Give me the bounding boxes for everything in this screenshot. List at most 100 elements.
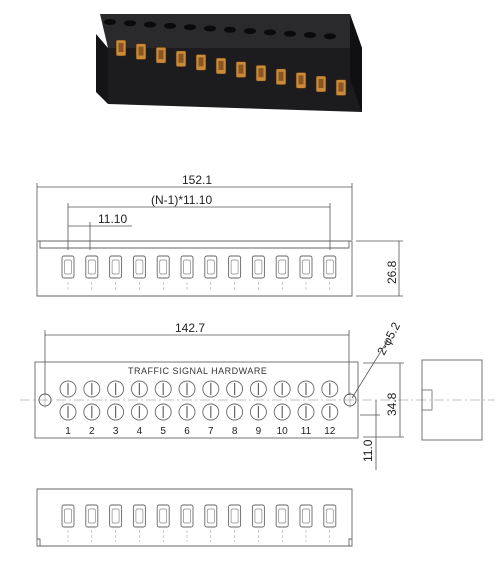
photo-top-hole xyxy=(144,21,156,28)
side-height-label: 34.8 xyxy=(385,392,399,416)
side-view-notch xyxy=(421,389,433,411)
photo-contact-screw xyxy=(238,64,244,74)
bottom-terminal-inner xyxy=(302,508,310,524)
top-view-outline xyxy=(36,240,353,297)
bottom-terminal xyxy=(275,504,289,528)
top-terminal-inner xyxy=(325,259,334,275)
bottom-view-terminals xyxy=(61,504,337,542)
top-terminal xyxy=(156,255,170,279)
top-terminal-inner xyxy=(302,259,310,275)
screw-head xyxy=(59,403,77,421)
top-terminal xyxy=(85,255,99,279)
bottom-terminal-inner xyxy=(64,508,72,524)
top-terminal xyxy=(61,255,75,279)
bottom-terminal-inner xyxy=(325,508,334,524)
top-terminal-inner xyxy=(64,259,72,275)
mounting-hole-label: 2-φ5.2 xyxy=(374,320,403,358)
position-number: 5 xyxy=(160,426,166,437)
position-number: 3 xyxy=(113,426,119,437)
position-number: 10 xyxy=(277,426,289,437)
mounting-distance-label: 142.7 xyxy=(175,321,205,335)
offset-label: 11.0 xyxy=(361,439,375,462)
bottom-terminal-inner xyxy=(278,508,287,524)
top-terminal-inner xyxy=(135,259,144,275)
position-number: 4 xyxy=(137,426,143,437)
photo-end-face xyxy=(350,14,362,112)
photo-top-hole xyxy=(124,20,136,27)
screw-head xyxy=(130,380,148,398)
photo-top-hole xyxy=(284,30,296,37)
top-terminal-inner xyxy=(254,259,263,275)
position-number: 6 xyxy=(184,426,190,437)
top-view: 152.1 (N-1)*11.10 11.10 26.8 xyxy=(36,173,403,297)
position-number: 2 xyxy=(89,426,95,437)
top-terminal-inner xyxy=(278,259,287,275)
top-terminal-inner xyxy=(206,259,215,275)
top-terminal xyxy=(275,255,289,279)
photo-body xyxy=(108,48,362,112)
top-terminal xyxy=(204,255,218,279)
hole-leader xyxy=(351,339,389,399)
bottom-terminal-inner xyxy=(135,508,144,524)
bottom-terminal xyxy=(180,504,194,528)
screw-head xyxy=(83,403,101,421)
screw-head xyxy=(297,403,315,421)
top-terminal xyxy=(323,255,337,279)
front-view-outline xyxy=(34,361,359,439)
screw-head xyxy=(83,380,101,398)
screw-head xyxy=(249,380,267,398)
top-terminal xyxy=(228,255,242,279)
top-terminal xyxy=(109,255,123,279)
bottom-terminal-inner xyxy=(159,508,168,524)
screw-head xyxy=(202,403,220,421)
top-terminal xyxy=(180,255,194,279)
photo-contact-screw xyxy=(218,61,224,70)
photo-contact-screw xyxy=(338,82,344,92)
screw-head xyxy=(107,403,125,421)
bottom-terminal xyxy=(299,504,313,528)
top-terminal-inner xyxy=(159,259,168,275)
photo-contact-screw xyxy=(138,46,144,56)
screw-head xyxy=(273,403,291,421)
photo-contact-screw xyxy=(198,57,204,67)
screw-head xyxy=(226,403,244,421)
screw-head xyxy=(59,380,77,398)
bottom-terminal xyxy=(85,504,99,528)
photo-contact-screw xyxy=(298,75,304,85)
pitch-label: 11.10 xyxy=(98,212,127,226)
product-photo xyxy=(96,14,362,112)
bottom-terminal-inner xyxy=(230,508,239,524)
top-terminal-inner xyxy=(111,259,120,275)
bottom-terminal xyxy=(251,504,265,528)
pitch-span-label: (N-1)*11.10 xyxy=(151,193,212,207)
photo-top-hole xyxy=(104,19,116,25)
photo-contact-screw xyxy=(178,53,184,63)
photo-top-hole xyxy=(224,26,236,33)
photo-contacts xyxy=(115,39,347,96)
top-terminal xyxy=(299,255,313,279)
top-terminal xyxy=(132,255,146,279)
photo-contact-screw xyxy=(118,43,124,52)
overall-length-label: 152.1 xyxy=(182,173,212,187)
bottom-terminal-inner xyxy=(87,508,96,524)
bottom-terminal xyxy=(204,504,218,528)
bottom-terminal xyxy=(228,504,242,528)
screw-head xyxy=(297,380,315,398)
bottom-view xyxy=(36,488,353,547)
screw-head xyxy=(154,403,172,421)
photo-top-holes xyxy=(104,19,336,40)
bottom-terminal xyxy=(61,504,75,528)
screw-head xyxy=(154,380,172,398)
photo-top-hole xyxy=(184,24,196,31)
position-number: 8 xyxy=(232,426,238,437)
brand-text: TRAFFIC SIGNAL HARDWARE xyxy=(128,366,267,376)
bottom-terminal xyxy=(109,504,123,528)
photo-top-hole xyxy=(304,32,316,38)
top-terminal-inner xyxy=(183,259,191,275)
photo-contact-screw xyxy=(258,68,264,78)
position-number: 7 xyxy=(208,426,214,437)
bottom-terminal-inner xyxy=(206,508,215,524)
